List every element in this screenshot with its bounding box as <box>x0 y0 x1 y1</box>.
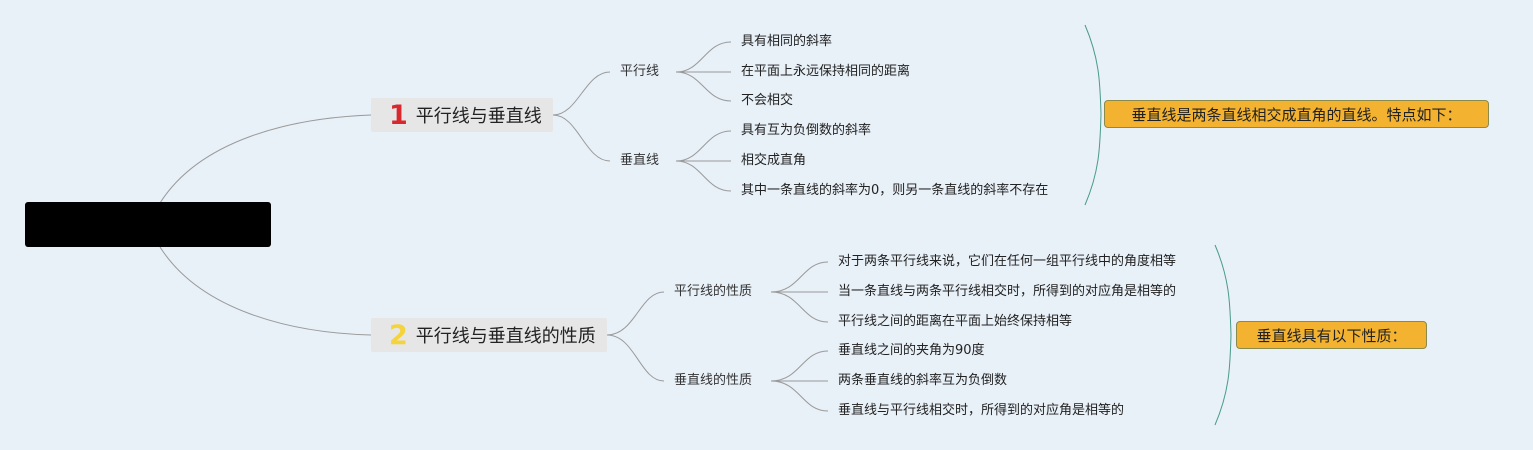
leaf-item[interactable]: 具有互为负倒数的斜率 <box>741 123 872 138</box>
subtopic-parallel-properties[interactable]: 平行线的性质 <box>674 284 753 299</box>
subtopic-perpendicular-properties[interactable]: 垂直线的性质 <box>674 373 753 388</box>
topic-number-1: 1 <box>389 99 408 131</box>
leaf-item[interactable]: 垂直线与平行线相交时，所得到的对应角是相等的 <box>838 403 1125 418</box>
leaf-item[interactable]: 相交成直角 <box>741 153 807 168</box>
leaf-item[interactable]: 垂直线之间的夹角为90度 <box>838 343 985 358</box>
leaf-item[interactable]: 当一条直线与两条平行线相交时，所得到的对应角是相等的 <box>838 284 1177 299</box>
leaf-item[interactable]: 在平面上永远保持相同的距离 <box>741 64 911 79</box>
leaf-item[interactable]: 不会相交 <box>741 93 794 108</box>
topic-number-2: 2 <box>389 319 408 351</box>
summary-callout[interactable]: 垂直线是两条直线相交成直角的直线。特点如下： <box>1104 100 1489 128</box>
main-topic-properties[interactable]: 2 平行线与垂直线的性质 <box>371 318 607 352</box>
leaf-item[interactable]: 具有相同的斜率 <box>741 34 833 49</box>
main-topic-title: 平行线与垂直线的性质 <box>415 326 596 347</box>
summary-callout[interactable]: 垂直线具有以下性质： <box>1236 321 1427 349</box>
main-topic-parallel-perpendicular[interactable]: 1 平行线与垂直线 <box>371 98 553 132</box>
subtopic-perpendicular[interactable]: 垂直线 <box>620 153 660 168</box>
root-node[interactable] <box>25 202 271 247</box>
leaf-item[interactable]: 其中一条直线的斜率为0，则另一条直线的斜率不存在 <box>741 183 1049 198</box>
subtopic-parallel[interactable]: 平行线 <box>620 64 660 79</box>
leaf-item[interactable]: 对于两条平行线来说，它们在任何一组平行线中的角度相等 <box>838 254 1177 269</box>
leaf-item[interactable]: 平行线之间的距离在平面上始终保持相等 <box>838 314 1073 329</box>
leaf-item[interactable]: 两条垂直线的斜率互为负倒数 <box>838 373 1008 388</box>
main-topic-title: 平行线与垂直线 <box>415 106 542 127</box>
